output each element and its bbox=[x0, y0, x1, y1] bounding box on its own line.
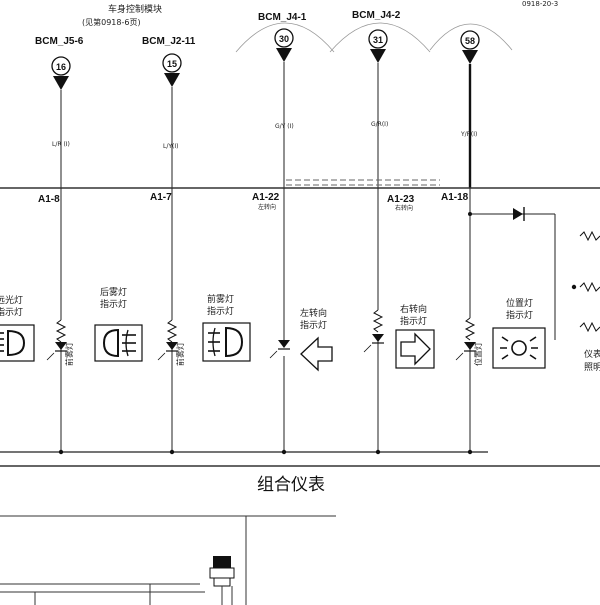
resistor-right-3 bbox=[579, 321, 600, 333]
front-fog-icon bbox=[202, 322, 251, 362]
group-arc-far bbox=[429, 23, 513, 51]
cluster-title: 组合仪表 bbox=[257, 475, 325, 495]
pin-16: 16 bbox=[51, 56, 71, 90]
lamp-label-5: 位置灯 bbox=[473, 342, 483, 366]
resistor-right-1 bbox=[579, 230, 600, 242]
high-beam-icon bbox=[0, 324, 35, 362]
indicator-label-3b: 指示灯 bbox=[207, 305, 234, 317]
wire-color-2: L/Y(I) bbox=[163, 143, 178, 150]
terminal-a1-8: A1-8 bbox=[38, 194, 60, 205]
terminal-a1-22: A1-22 bbox=[252, 192, 280, 203]
terminal-a1-22-sub: 左转向 bbox=[258, 203, 276, 211]
indicator-label-3a: 前雾灯 bbox=[207, 293, 234, 305]
group-arc-right bbox=[329, 22, 431, 53]
bcm-label-1: BCM_J5-6 bbox=[35, 36, 84, 47]
right-label-line2: 照明灯 bbox=[584, 362, 600, 373]
led-assembly-4 bbox=[363, 309, 384, 353]
diode-symbol bbox=[513, 207, 525, 221]
lamp-label-1: 前雾灯 bbox=[64, 342, 74, 366]
pin-30: 30 bbox=[274, 28, 294, 62]
indicator-label-6a: 位置灯 bbox=[506, 297, 533, 309]
position-lamp-icon bbox=[492, 327, 546, 369]
wire-color-3: G/Y (I) bbox=[275, 123, 294, 130]
indicator-label-5a: 右转向 bbox=[400, 303, 427, 315]
led-assembly-1: 前雾灯 bbox=[46, 319, 74, 366]
lamp-label-2: 前雾灯 bbox=[175, 342, 185, 366]
indicator-label-6b: 指示灯 bbox=[506, 309, 533, 321]
svg-text:58: 58 bbox=[465, 36, 475, 46]
led-assembly-3 bbox=[269, 340, 290, 359]
module-title: 车身控制模块 bbox=[108, 3, 162, 15]
svg-text:16: 16 bbox=[56, 62, 66, 72]
wire-color-5: Y/R(I) bbox=[460, 131, 477, 138]
indicator-label-4b: 指示灯 bbox=[300, 319, 327, 331]
indicator-label-2b: 指示灯 bbox=[100, 298, 127, 310]
corner-ref: 0918-20-3 bbox=[522, 0, 558, 8]
pin-58: 58 bbox=[460, 30, 480, 64]
pin-31: 31 bbox=[368, 29, 388, 63]
bcm-label-4: BCM_J4-2 bbox=[352, 10, 401, 21]
bcm-label-2: BCM_J2-11 bbox=[142, 36, 196, 47]
resistor-right-2 bbox=[579, 281, 600, 293]
svg-text:15: 15 bbox=[167, 59, 177, 69]
indicator-label-1b: 指示灯 bbox=[0, 306, 23, 318]
indicator-label-2a: 后雾灯 bbox=[100, 287, 127, 298]
indicator-label-4a: 左转向 bbox=[300, 307, 327, 319]
wire-color-1: L/R (I) bbox=[52, 141, 70, 148]
led-assembly-5: 位置灯 bbox=[455, 317, 483, 366]
svg-text:31: 31 bbox=[373, 35, 383, 45]
left-arrow-icon bbox=[300, 336, 333, 372]
group-arc-left bbox=[235, 22, 335, 53]
module-ref: (见第0918-6页) bbox=[82, 17, 141, 27]
lower-component bbox=[0, 556, 235, 605]
right-arrow-icon bbox=[395, 329, 435, 369]
terminal-a1-23-sub: 右转向 bbox=[395, 204, 413, 212]
terminal-a1-18: A1-18 bbox=[441, 192, 469, 203]
rear-fog-icon bbox=[94, 324, 143, 362]
terminal-a1-23: A1-23 bbox=[387, 194, 415, 205]
wire-color-4: G/R(I) bbox=[371, 121, 388, 128]
pin-15: 15 bbox=[162, 53, 182, 87]
terminal-a1-7: A1-7 bbox=[150, 192, 172, 203]
right-label-line1: 仪表 bbox=[584, 348, 600, 360]
svg-text:30: 30 bbox=[279, 34, 289, 44]
led-assembly-2: 前雾灯 bbox=[157, 319, 185, 366]
bcm-label-3: BCM_J4-1 bbox=[258, 12, 307, 23]
indicator-label-1a: 远光灯 bbox=[0, 294, 23, 306]
indicator-label-5b: 指示灯 bbox=[400, 315, 427, 327]
